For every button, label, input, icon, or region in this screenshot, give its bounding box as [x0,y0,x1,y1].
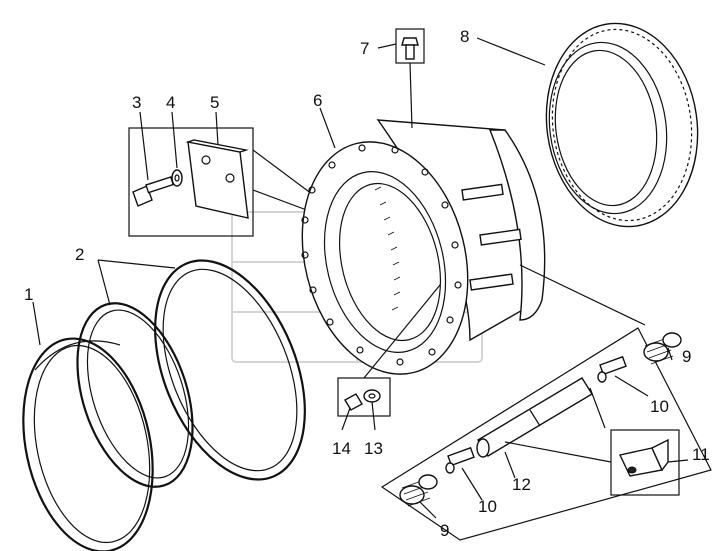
o-ring-part-2-front [76,302,194,488]
o-ring-part-2-back [154,259,306,481]
bracket-part-11 [618,438,669,477]
bolt-part-3 [132,176,175,207]
bolt-part-14 [344,393,363,411]
callout-12: 12 [512,475,531,494]
callout-1: 1 [24,285,33,304]
inset-box-bolt-washer [337,284,441,417]
callout-labels: 1 2 3 4 5 6 7 8 9 9 10 10 11 12 13 14 [24,27,710,540]
callout-10-right: 10 [650,397,669,416]
callout-6: 6 [313,91,322,110]
spring-part-9-left [399,474,438,507]
callout-10-left: 10 [478,497,497,516]
washer-part-4 [171,169,183,187]
callout-9-right: 9 [682,347,691,366]
callout-14: 14 [332,439,351,458]
pin-part-10-right [597,355,627,383]
hub-housing-part-6 [301,119,546,375]
callout-4: 4 [166,93,175,112]
callout-9-left: 9 [440,521,449,540]
leader-lines [32,37,689,519]
callout-8: 8 [460,27,469,46]
inset-box-bolt-washer-plate [128,127,321,237]
washer-part-13 [363,389,381,403]
plate-part-5 [185,139,249,219]
callout-11: 11 [692,445,710,464]
bolt-part-7 [395,28,425,129]
pin-part-10-left [445,446,475,474]
callout-7: 7 [360,39,369,58]
callout-13: 13 [364,439,383,458]
callout-3: 3 [132,93,141,112]
seal-ring-part-1 [22,337,154,551]
callout-2: 2 [75,245,84,264]
flange-bolt-holes [301,144,462,366]
ring-gear-part-8 [545,22,699,228]
spring-part-9-right [643,332,682,365]
inset-box-shaft-assembly [380,264,712,541]
callout-5: 5 [210,93,219,112]
